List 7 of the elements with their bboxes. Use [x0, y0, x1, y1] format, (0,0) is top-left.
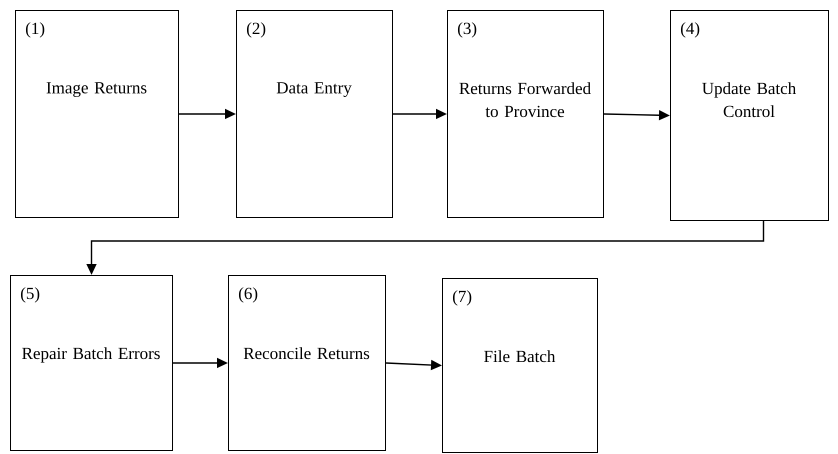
process-box: (2) Data Entry	[236, 10, 393, 218]
process-box: (1) Image Returns	[15, 10, 179, 218]
process-box: (6) Reconcile Returns	[228, 275, 386, 451]
process-box: (5) Repair Batch Errors	[10, 275, 173, 451]
process-box: (7) File Batch	[442, 278, 598, 453]
process-box: (3) Returns Forwarded to Province	[447, 10, 604, 218]
process-box: (4) Update Batch Control	[670, 10, 829, 221]
